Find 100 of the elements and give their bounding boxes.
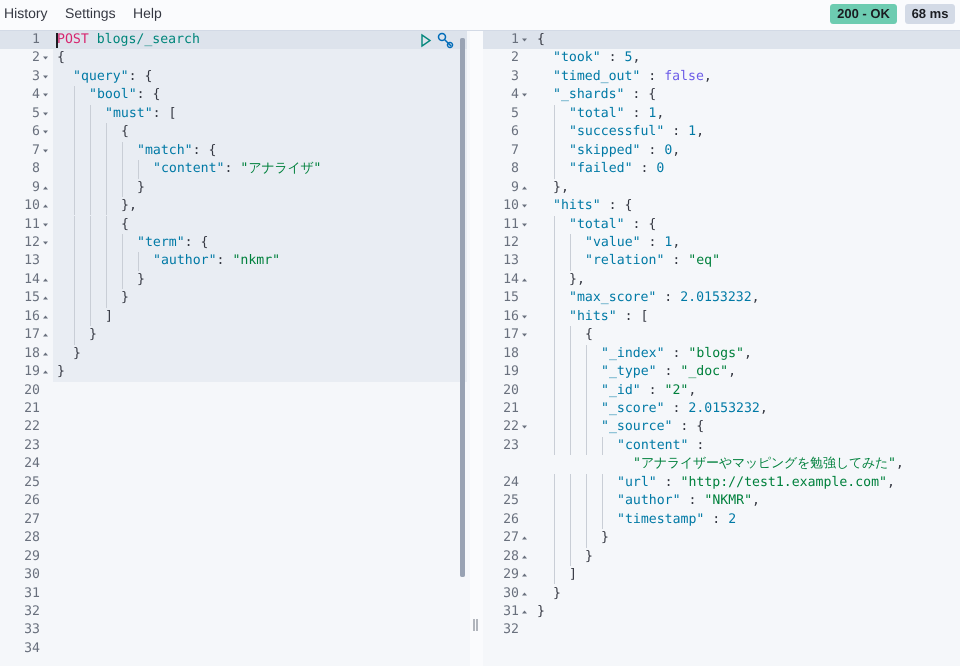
line-number: 34 [23, 640, 40, 658]
code-line: } [137, 270, 145, 289]
line-number: 22 [502, 418, 519, 436]
code-line: } [57, 363, 65, 382]
code-line: "query": { [73, 68, 152, 86]
line-number: 21 [23, 400, 40, 418]
line-number: 2 [510, 49, 519, 68]
line-number: 14 [23, 270, 40, 289]
code-line: } [601, 529, 609, 548]
line-number: 21 [502, 400, 519, 418]
line-number: 26 [502, 510, 519, 529]
line-number: 25 [502, 492, 519, 510]
line-number: 29 [502, 566, 519, 584]
code-line: "bool": { [89, 86, 160, 104]
code-line: "value" : 1, [585, 234, 680, 252]
line-number: 22 [23, 418, 40, 436]
code-line: "_shards" : { [553, 86, 656, 104]
line-number: 31 [502, 602, 519, 621]
line-number: 9 [510, 178, 519, 197]
code-line: "author": "nkmr" [153, 252, 280, 270]
line-number: 20 [23, 382, 40, 400]
code-line: } [89, 326, 97, 344]
line-number: 32 [23, 602, 40, 621]
line-number: 8 [510, 160, 519, 178]
line-number: 18 [23, 344, 40, 363]
line-number: 11 [502, 216, 519, 234]
line-number: 10 [502, 197, 519, 216]
menu-link: History [4, 5, 48, 21]
menu-link: Help [133, 5, 162, 21]
code-line: "successful" : 1, [569, 123, 704, 142]
code-line: "_id" : "2", [601, 382, 696, 400]
line-number: 27 [23, 510, 40, 529]
code-line: "content" : "アナライザーやマッピングを勉強してみた", [617, 436, 905, 473]
line-number: 14 [502, 270, 519, 289]
line-number: 24 [502, 474, 519, 492]
line-number: 28 [502, 548, 519, 566]
line-number: 30 [502, 584, 519, 602]
code-line: } [137, 178, 145, 197]
status-badge: 200 - OK [830, 4, 897, 24]
line-number: 10 [23, 197, 40, 216]
code-line: } [121, 289, 129, 308]
code-line: }, [553, 178, 569, 197]
line-number: 5 [510, 104, 519, 123]
code-line: "content": "アナライザ" [153, 160, 322, 178]
line-number: 3 [510, 68, 519, 86]
code-line: } [553, 584, 561, 602]
line-number: 4 [31, 86, 40, 104]
line-number: 19 [23, 363, 40, 382]
code-line: "relation" : "eq" [585, 252, 720, 270]
line-number: 9 [31, 178, 40, 197]
code-line: "_source" : { [601, 418, 704, 436]
line-number: 33 [23, 621, 40, 640]
line-number: 6 [510, 123, 519, 142]
code-line: "match": { [137, 142, 216, 160]
line-number: 23 [23, 436, 40, 455]
code-line: } [537, 602, 545, 621]
code-line: { [121, 123, 129, 142]
line-number: 12 [23, 234, 40, 252]
code-line: "_index" : "blogs", [601, 344, 752, 363]
code-line: "hits" : { [553, 197, 632, 216]
line-number: 6 [31, 123, 40, 142]
code-line: }, [569, 270, 585, 289]
line-number: 2 [31, 49, 40, 68]
code-line: ] [105, 308, 113, 326]
code-line: ] [569, 566, 577, 584]
line-number: 32 [502, 621, 519, 640]
code-line: "_type" : "_doc", [601, 363, 736, 382]
line-number: 20 [502, 382, 519, 400]
line-number: 1 [510, 31, 519, 49]
code-line: "skipped" : 0, [569, 142, 680, 160]
code-line: "total" : { [569, 216, 656, 234]
line-number: 30 [23, 566, 40, 584]
code-line: POST blogs/_search [57, 31, 200, 49]
line-number: 13 [23, 252, 40, 270]
code-line: "term": { [137, 234, 208, 252]
code-line: { [537, 31, 545, 49]
menu-link: Settings [65, 5, 116, 21]
line-number: 17 [23, 326, 40, 344]
line-number: 31 [23, 584, 40, 602]
line-number: 15 [23, 289, 40, 308]
line-number: 25 [23, 474, 40, 492]
line-number: 29 [23, 548, 40, 566]
line-number: 26 [23, 492, 40, 510]
line-number: 8 [31, 160, 40, 178]
line-number: 13 [502, 252, 519, 270]
code-line: "timestamp" : 2 [617, 510, 736, 529]
line-number: 17 [502, 326, 519, 344]
line-number: 1 [31, 31, 40, 49]
code-line: "url" : "http://test1.example.com", [617, 474, 895, 492]
line-number: 27 [502, 529, 519, 548]
line-number: 15 [502, 289, 519, 308]
code-line: "_score" : 2.0153232, [601, 400, 768, 418]
line-number: 19 [502, 363, 519, 382]
code-line: { [121, 216, 129, 234]
line-number: 3 [31, 68, 40, 86]
code-line: "total" : 1, [569, 104, 664, 123]
line-number: 16 [23, 308, 40, 326]
line-number: 24 [23, 455, 40, 474]
code-line: "timed_out" : false, [553, 68, 712, 86]
code-line: } [585, 548, 593, 566]
